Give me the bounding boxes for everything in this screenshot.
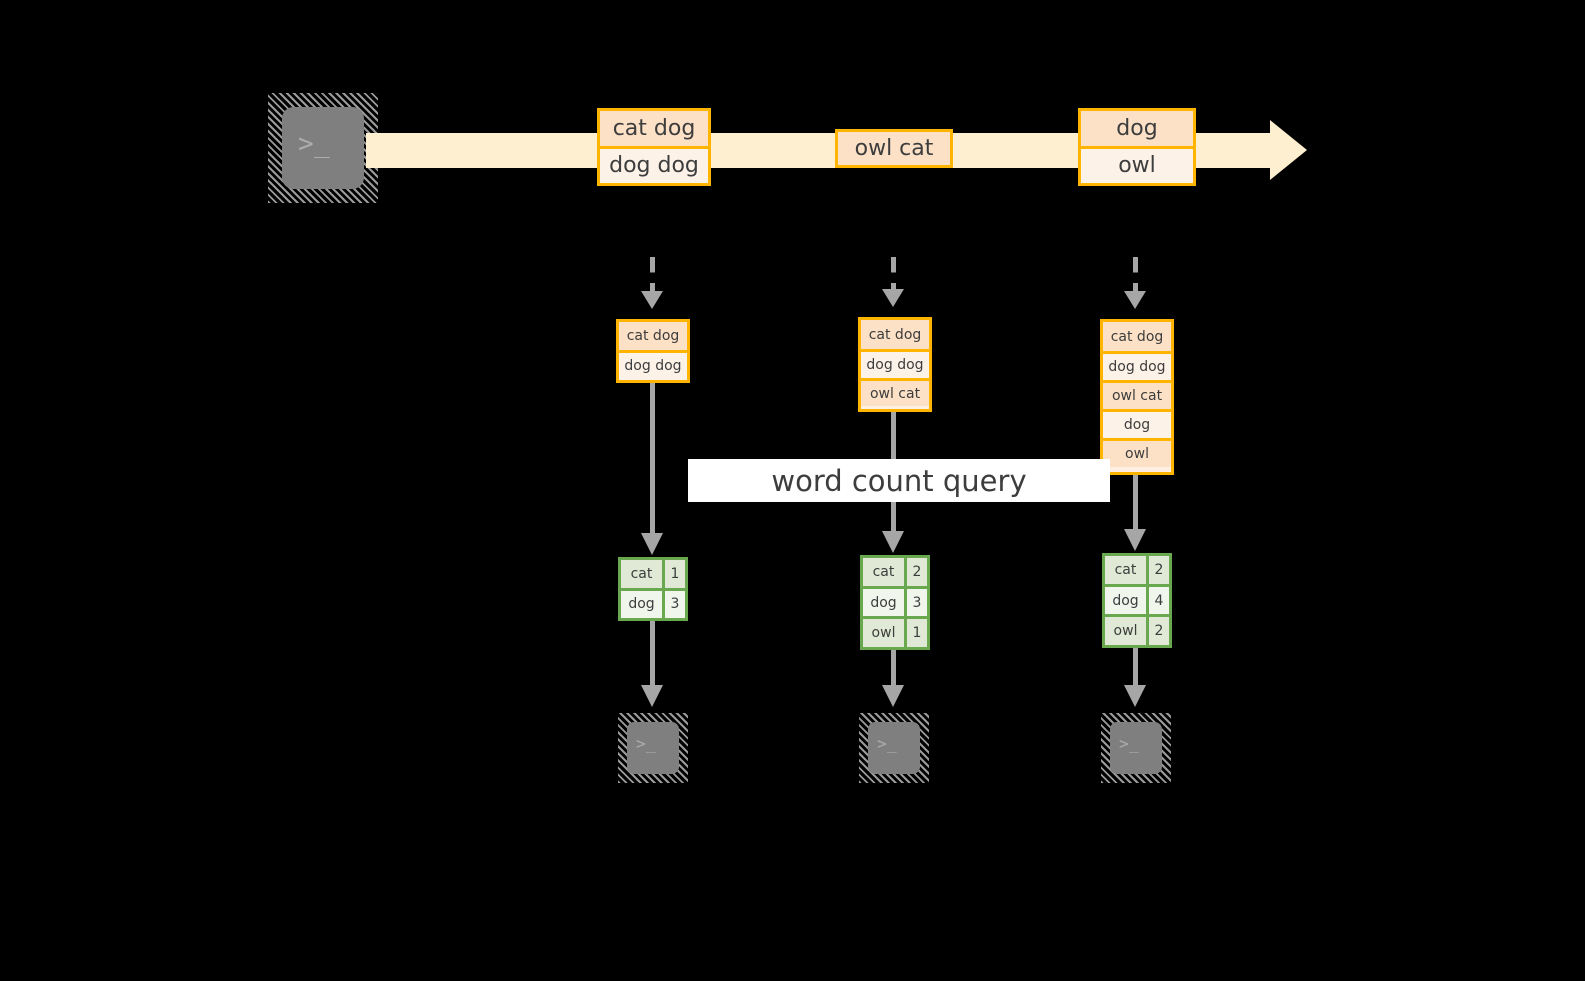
snapshot-1-sink-arrowhead-icon: [641, 685, 663, 707]
accumulated-line: owl: [1103, 438, 1171, 467]
terminal-prompt-glyph: >_: [636, 734, 656, 753]
record-line: dog dog: [600, 145, 708, 183]
result-count: 2: [1149, 617, 1169, 646]
record-line: dog: [1081, 111, 1193, 146]
table-row: dog 3: [863, 585, 927, 617]
result-word: dog: [621, 590, 665, 618]
terminal-body: [627, 722, 679, 774]
snapshot-1-query-line: [650, 383, 655, 535]
result-word: cat: [1105, 556, 1149, 584]
terminal-prompt-glyph: >_: [1119, 734, 1139, 753]
snapshot-1-sink-terminal-icon: >_: [618, 713, 688, 783]
record-line: owl cat: [838, 132, 950, 165]
snapshot-1-accumulated-box: cat dog dog dog: [616, 319, 690, 383]
accumulated-line: dog dog: [861, 349, 929, 378]
record-line: owl: [1081, 145, 1193, 183]
table-row: dog 4: [1105, 583, 1169, 615]
accumulated-line: cat dog: [619, 322, 687, 350]
record-line: cat dog: [600, 111, 708, 146]
snapshot-1-query-arrowhead-icon: [641, 533, 663, 555]
table-row: owl 1: [863, 616, 927, 648]
stream-record-batch-1: cat dog dog dog: [597, 108, 711, 186]
snapshot-3-sink-line: [1133, 648, 1138, 687]
terminal-prompt-glyph: >_: [877, 734, 897, 753]
snapshot-2-sink-terminal-icon: >_: [859, 713, 929, 783]
table-row: dog 3: [621, 587, 685, 618]
snapshot-2-trigger-line: [891, 257, 896, 291]
result-count: 2: [907, 558, 927, 586]
snapshot-1-trigger-arrowhead-icon: [641, 291, 663, 309]
accumulated-line: dog: [1103, 409, 1171, 438]
snapshot-3-query-arrowhead-icon: [1124, 529, 1146, 551]
table-row: cat 2: [863, 558, 927, 586]
result-word: cat: [863, 558, 907, 586]
stream-record-batch-3: dog owl: [1078, 108, 1196, 186]
result-count: 2: [1149, 556, 1169, 584]
stream-arrowhead-icon: [1270, 120, 1307, 180]
snapshot-3-query-line: [1133, 475, 1138, 531]
snapshot-2-trigger-arrowhead-icon: [882, 289, 904, 307]
result-count: 3: [665, 590, 685, 618]
table-row: cat 1: [621, 560, 685, 588]
terminal-body: [282, 107, 364, 189]
accumulated-line: cat dog: [861, 320, 929, 349]
result-count: 3: [907, 588, 927, 617]
query-label-band: word count query: [688, 459, 1110, 502]
result-word: owl: [863, 619, 907, 648]
stream-record-batch-2: owl cat: [835, 129, 953, 168]
snapshot-2-sink-arrowhead-icon: [882, 685, 904, 707]
snapshot-1-sink-line: [650, 621, 655, 687]
terminal-prompt-glyph: >_: [298, 129, 331, 159]
snapshot-2-sink-line: [891, 650, 896, 687]
snapshot-1-trigger-line: [650, 257, 655, 293]
source-terminal-icon: >_: [268, 93, 378, 203]
result-word: dog: [1105, 586, 1149, 615]
terminal-body: [868, 722, 920, 774]
accumulated-line: owl cat: [1103, 380, 1171, 409]
accumulated-line: owl cat: [861, 378, 929, 406]
accumulated-line: dog dog: [619, 349, 687, 380]
snapshot-3-trigger-arrowhead-icon: [1124, 291, 1146, 309]
result-count: 4: [1149, 586, 1169, 615]
snapshot-1-result-table: cat 1 dog 3: [618, 557, 688, 621]
result-word: owl: [1105, 617, 1149, 646]
query-label-text: word count query: [771, 463, 1027, 498]
result-count: 1: [907, 619, 927, 648]
accumulated-line: dog dog: [1103, 351, 1171, 380]
result-word: cat: [621, 560, 665, 588]
snapshot-3-accumulated-box: cat dog dog dog owl cat dog owl: [1100, 319, 1174, 475]
accumulated-line: cat dog: [1103, 322, 1171, 351]
snapshot-2-accumulated-box: cat dog dog dog owl cat: [858, 317, 932, 412]
result-count: 1: [665, 560, 685, 588]
table-row: owl 2: [1105, 614, 1169, 646]
snapshot-3-trigger-line: [1133, 257, 1138, 293]
snapshot-3-sink-arrowhead-icon: [1124, 685, 1146, 707]
snapshot-3-result-table: cat 2 dog 4 owl 2: [1102, 553, 1172, 648]
terminal-body: [1110, 722, 1162, 774]
snapshot-2-result-table: cat 2 dog 3 owl 1: [860, 555, 930, 650]
result-word: dog: [863, 588, 907, 617]
snapshot-2-query-arrowhead-icon: [882, 531, 904, 553]
snapshot-3-sink-terminal-icon: >_: [1101, 713, 1171, 783]
table-row: cat 2: [1105, 556, 1169, 584]
